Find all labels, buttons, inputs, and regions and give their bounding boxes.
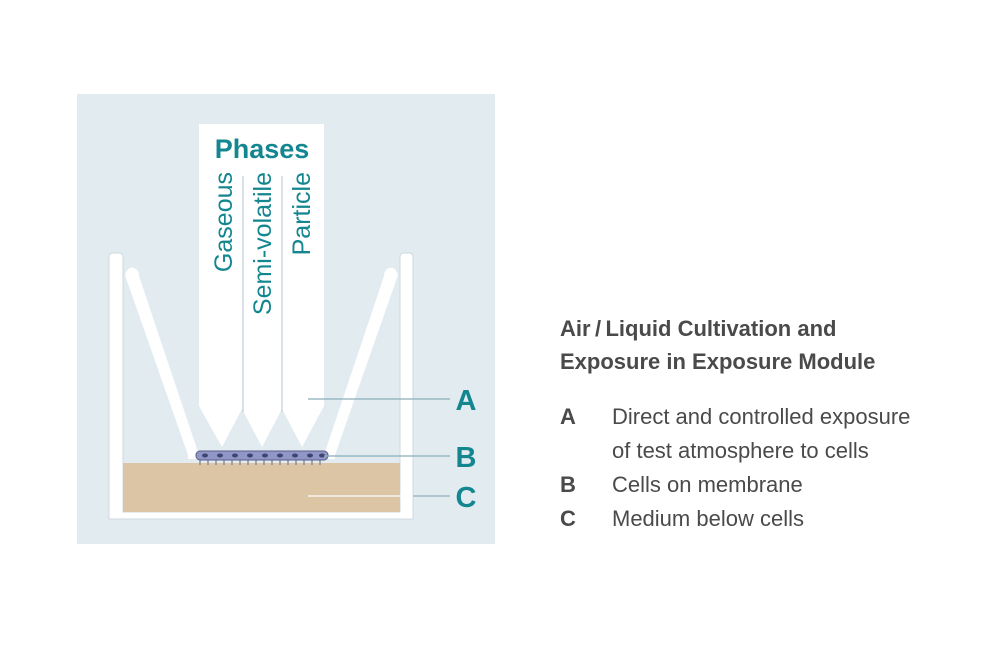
cell-layer: [195, 450, 329, 461]
insert-right-wall: [324, 267, 398, 455]
insert-left-wall: [125, 267, 199, 455]
phase-label-semi-volatile: Semi-volatile: [249, 172, 277, 315]
membrane-pores: [199, 460, 321, 465]
legend-text-a-line-2: of test atmosphere to cells: [612, 438, 869, 463]
legend-key-a: A: [560, 404, 576, 429]
marker-c: C: [456, 482, 477, 514]
legend-item-c: C Medium below cells: [560, 502, 980, 536]
phases-title: Phases: [215, 134, 310, 164]
phases-arrow: [199, 124, 324, 447]
culture-medium: [123, 463, 400, 512]
legend-title-line-1: Air / Liquid Cultivation and: [560, 316, 837, 341]
legend-text-b: Cells on membrane: [612, 472, 803, 497]
legend-text-a-line-1: Direct and controlled exposure: [612, 404, 911, 429]
legend-text-c: Medium below cells: [612, 506, 804, 531]
legend-key-c: C: [560, 506, 576, 531]
legend-item-b: B Cells on membrane: [560, 468, 980, 502]
marker-b: B: [456, 442, 477, 474]
well-container: [108, 252, 414, 520]
legend-title: Air / Liquid Cultivation and Exposure in…: [560, 312, 980, 378]
legend: Air / Liquid Cultivation and Exposure in…: [560, 312, 980, 536]
marker-a: A: [456, 385, 477, 417]
phase-label-gaseous: Gaseous: [210, 172, 238, 272]
legend-title-line-2: Exposure in Exposure Module: [560, 349, 876, 374]
phase-label-particle: Particle: [288, 172, 316, 255]
legend-key-b: B: [560, 472, 576, 497]
legend-item-a: A Direct and controlled exposure of test…: [560, 400, 980, 468]
legend-text-a: Direct and controlled exposure of test a…: [612, 400, 980, 468]
legend-list: A Direct and controlled exposure of test…: [560, 400, 980, 536]
